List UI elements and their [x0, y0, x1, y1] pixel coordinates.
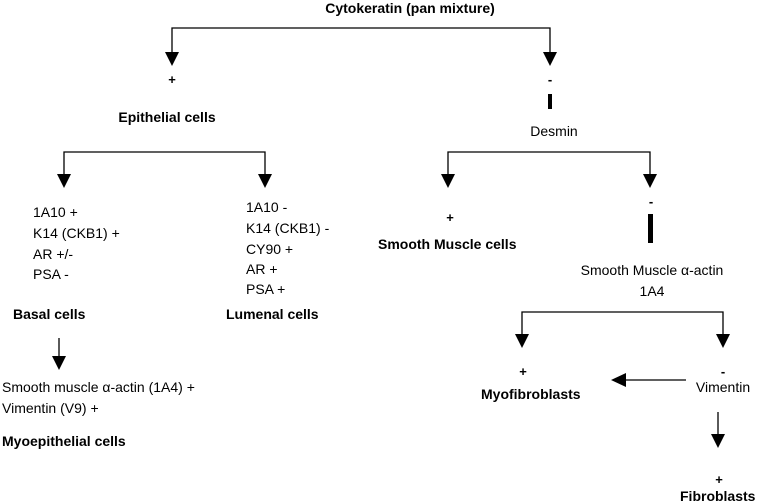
vimentin-sign: -	[721, 364, 725, 379]
sma-branch-sign: -	[649, 194, 653, 209]
sma-label: Smooth Muscle α-actin	[581, 262, 724, 278]
lumenal-markers: 1A10 - K14 (CKB1) - CY90 + AR + PSA +	[246, 199, 330, 297]
fibroblasts-sign: +	[715, 472, 723, 487]
desmin-branch-sign: -	[548, 72, 552, 87]
epithelial-sign: +	[168, 72, 176, 87]
lumenal-marker: CY90 +	[246, 241, 293, 257]
basal-marker: PSA -	[33, 266, 69, 282]
basal-markers: 1A10 + K14 (CKB1) + AR +/- PSA -	[33, 204, 120, 282]
epithelial-cells-label: Epithelial cells	[118, 109, 215, 125]
lumenal-marker: AR +	[246, 261, 278, 277]
lumenal-cells-label: Lumenal cells	[226, 306, 319, 322]
vimentin-label: Vimentin	[696, 379, 750, 395]
root-connector	[165, 27, 557, 66]
myoepithelial-cells-label: Myoepithelial cells	[2, 433, 126, 449]
myoepithelial-marker: Smooth muscle α-actin (1A4) +	[2, 379, 195, 395]
lumenal-marker: 1A10 -	[246, 199, 288, 215]
vimentin-to-fibroblasts-arrow	[711, 412, 725, 448]
smooth-muscle-cells-label: Smooth Muscle cells	[378, 236, 517, 252]
desmin-connector	[441, 151, 657, 188]
epithelial-connector	[57, 151, 272, 188]
myofibroblasts-label: Myofibroblasts	[481, 386, 581, 402]
root-label: Cytokeratin (pan mixture)	[325, 0, 495, 16]
basal-marker: AR +/-	[33, 246, 73, 262]
lumenal-marker: K14 (CKB1) -	[246, 220, 330, 236]
desmin-label: Desmin	[530, 123, 577, 139]
lumenal-marker: PSA +	[246, 281, 285, 297]
basal-marker: K14 (CKB1) +	[33, 225, 120, 241]
smooth-muscle-sign: +	[446, 210, 454, 225]
myoepithelial-marker: Vimentin (V9) +	[2, 400, 99, 416]
vimentin-to-myofibroblasts-arrow	[611, 373, 686, 387]
sma-clone-label: 1A4	[640, 283, 665, 299]
negative-bar	[548, 94, 552, 109]
basal-cells-label: Basal cells	[13, 306, 86, 322]
fibroblasts-label: Fibroblasts	[680, 488, 756, 504]
sma-connector	[515, 311, 730, 348]
negative-bar	[648, 214, 653, 243]
basal-to-myoepithelial-arrow	[52, 338, 66, 370]
myofibroblasts-sign: +	[519, 364, 527, 379]
basal-marker: 1A10 +	[33, 204, 78, 220]
